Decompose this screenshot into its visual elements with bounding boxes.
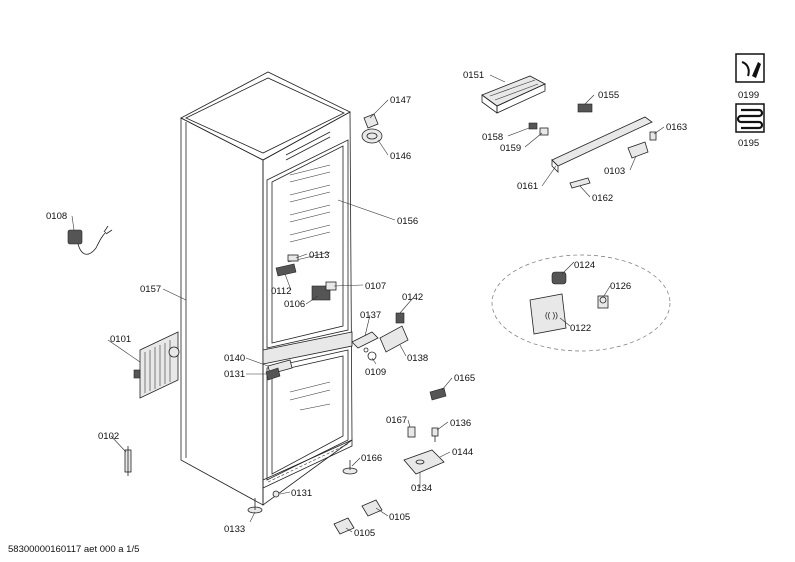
label-0126: 0126 [610, 281, 631, 292]
label-0195: 0195 [738, 138, 759, 149]
label-0199: 0199 [738, 90, 759, 101]
label-0109: 0109 [365, 367, 386, 378]
control-panel-parts [481, 75, 657, 189]
label-0102: 0102 [98, 431, 119, 442]
wrench-screwdriver-icon [735, 53, 765, 83]
label-0134: 0134 [411, 483, 432, 494]
label-0106: 0106 [284, 299, 305, 310]
label-0131-lower: 0131 [291, 488, 312, 499]
label-0166: 0166 [361, 453, 382, 464]
inner-supports [265, 359, 293, 381]
label-0101: 0101 [110, 334, 131, 345]
hinge-cover-parts [361, 113, 383, 144]
light-assembly [275, 254, 337, 301]
label-0107: 0107 [365, 281, 386, 292]
label-0144: 0144 [452, 447, 473, 458]
label-0108: 0108 [46, 211, 67, 222]
label-0131-upper: 0131 [224, 369, 245, 380]
middle-hinge-parts [351, 312, 409, 361]
label-0167: 0167 [386, 415, 407, 426]
feet-parts [124, 446, 383, 535]
label-0137: 0137 [360, 310, 381, 321]
label-0105-upper: 0105 [389, 512, 410, 523]
part-labels: 0151 0155 0158 0159 0163 0103 0161 0162 … [46, 70, 759, 539]
label-0163: 0163 [666, 122, 687, 133]
label-0157: 0157 [140, 284, 161, 295]
label-0136: 0136 [450, 418, 471, 429]
label-0142: 0142 [402, 292, 423, 303]
svg-text:(( )): (( )) [545, 311, 558, 320]
label-0122: 0122 [570, 323, 591, 334]
thermostat-detail: (( )) [491, 254, 671, 352]
vent-grille [133, 331, 180, 399]
label-0147: 0147 [390, 95, 411, 106]
label-0159: 0159 [500, 143, 521, 154]
label-0162: 0162 [592, 193, 613, 204]
power-cord [67, 225, 113, 255]
label-0103: 0103 [604, 166, 625, 177]
leader-lines [71, 74, 665, 533]
label-0133: 0133 [224, 524, 245, 535]
label-0112: 0112 [271, 286, 291, 297]
coil-icon [735, 103, 765, 133]
label-0105-lower: 0105 [354, 528, 375, 539]
label-0140: 0140 [224, 353, 245, 364]
label-0165: 0165 [454, 373, 475, 384]
label-0146: 0146 [390, 151, 411, 162]
label-0124: 0124 [574, 260, 595, 271]
label-0151: 0151 [463, 70, 484, 81]
label-0156: 0156 [397, 216, 418, 227]
label-0161: 0161 [517, 181, 538, 192]
label-0155: 0155 [598, 90, 619, 101]
document-id: 58300000160117 aet 000 a 1/5 [8, 544, 139, 555]
label-0113: 0113 [309, 250, 329, 261]
lower-hinge-parts [403, 387, 447, 475]
label-0158: 0158 [482, 132, 503, 143]
label-0138: 0138 [407, 353, 428, 364]
cabinet-body [180, 71, 353, 506]
